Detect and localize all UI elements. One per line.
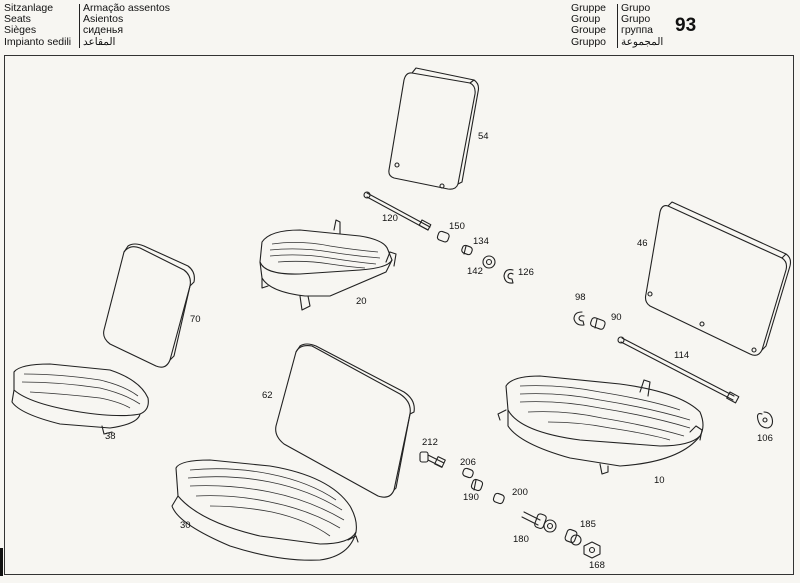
label-54: 54 (478, 131, 489, 142)
label-46: 46 (637, 238, 648, 249)
group-translation-column: Grupo Grupo группа المجموعة (621, 2, 664, 48)
bushing-206 (462, 467, 474, 479)
backrest-46 (644, 201, 792, 356)
label-142: 142 (467, 266, 483, 277)
bushing-90 (590, 317, 606, 330)
bushing-190 (470, 478, 484, 492)
bushing-134 (461, 244, 473, 256)
title-english: Seats (4, 13, 31, 26)
group-label-english: Group (571, 13, 601, 26)
nut-168 (583, 541, 601, 559)
bolt-212 (419, 451, 446, 468)
label-38: 38 (105, 431, 116, 442)
group-divider (617, 4, 618, 48)
label-30: 30 (180, 520, 191, 531)
bolt-180 (521, 511, 557, 533)
diagram-frame (4, 55, 794, 575)
washer-142 (482, 255, 496, 269)
seat-cushion-10 (497, 375, 704, 475)
header-language-column: Sitzanlage Seats Sièges Impianto sedili (4, 2, 72, 48)
rod-114 (617, 336, 740, 404)
label-98: 98 (575, 292, 586, 303)
label-120: 120 (382, 213, 398, 224)
backrest-54 (388, 67, 480, 190)
label-185: 185 (580, 519, 596, 530)
title-portuguese: Armação assentos (83, 2, 170, 14)
seat-cushion-30 (171, 459, 359, 561)
label-134: 134 (473, 236, 489, 247)
page-edge-mark (0, 548, 3, 576)
group-label-french: Groupe (571, 24, 607, 37)
label-206: 206 (460, 457, 476, 468)
label-126: 126 (518, 267, 534, 278)
bushing-185 (564, 528, 582, 546)
group-label-column: Gruppe Group Groupe Gruppo (571, 2, 607, 48)
label-200: 200 (512, 487, 528, 498)
rod-120 (363, 191, 432, 231)
bushing-200 (492, 492, 505, 505)
group-label-german: Gruppe (571, 2, 607, 14)
title-italian: Impianto sedili (4, 35, 72, 48)
group-label-italian: Gruppo (571, 35, 607, 48)
seat-cushion-20 (259, 219, 397, 311)
label-212: 212 (422, 437, 438, 448)
label-190: 190 (463, 492, 479, 503)
label-168: 168 (589, 560, 605, 571)
label-180: 180 (513, 534, 529, 545)
header-divider (79, 4, 80, 48)
group-number: 93 (675, 15, 697, 36)
label-62: 62 (262, 390, 273, 401)
clip-126 (503, 269, 514, 284)
group-label-spanish: Grupo (621, 13, 651, 26)
backrest-70 (103, 243, 195, 368)
title-german: Sitzanlage (4, 2, 54, 14)
label-106: 106 (757, 433, 773, 444)
header-translation-column: Armação assentos Asientos сиденья المقاع… (83, 2, 170, 48)
title-arabic: المقاعد (83, 35, 116, 48)
label-20: 20 (356, 296, 367, 307)
group-label-arabic: المجموعة (621, 35, 664, 48)
label-90: 90 (611, 312, 622, 323)
group-label-portuguese: Grupo (621, 2, 651, 14)
label-70: 70 (190, 314, 201, 325)
label-150: 150 (449, 221, 465, 232)
title-french: Sièges (4, 24, 37, 37)
hook-106 (756, 411, 774, 429)
label-114: 114 (674, 350, 689, 361)
group-label-russian: группа (621, 24, 654, 37)
title-russian: сиденья (83, 24, 124, 37)
clip-98 (573, 311, 585, 326)
title-spanish: Asientos (83, 13, 124, 26)
bushing-150 (436, 230, 450, 243)
label-10: 10 (654, 475, 665, 486)
seat-cushion-38 (11, 363, 149, 435)
backrest-62 (275, 343, 415, 498)
